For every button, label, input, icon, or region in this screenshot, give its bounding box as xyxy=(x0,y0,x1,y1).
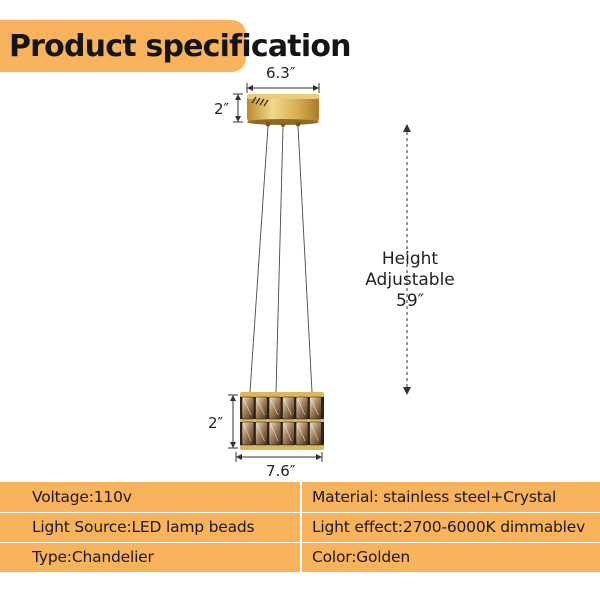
spec-light-source: Light Source:LED lamp beads xyxy=(32,518,255,536)
crystal-highlight xyxy=(243,399,252,416)
spec-type: Type:Chandelier xyxy=(32,548,154,566)
crystal-highlight xyxy=(311,399,319,416)
spec-material: Material: stainless steel+Crystal xyxy=(312,488,557,506)
chandelier-illustration xyxy=(228,83,411,462)
page-title: Product specification xyxy=(9,28,352,64)
crystal-highlight xyxy=(297,399,306,416)
spec-row: Light Source:LED lamp beads Light effect… xyxy=(0,512,600,542)
spec-row: Voltage:110v Material: stainless steel+C… xyxy=(0,482,600,512)
spec-light-effect: Light effect:2700-6000K dimmablev xyxy=(312,518,586,536)
crystal-highlight xyxy=(257,424,265,442)
crystal-highlight xyxy=(311,424,319,442)
crystal-highlight xyxy=(284,399,292,416)
suspension-wires xyxy=(249,125,313,393)
spec-voltage: Voltage:110v xyxy=(32,488,132,506)
crystal-shade xyxy=(240,392,324,450)
shade-width-label: 7.6″ xyxy=(266,462,296,480)
canopy-width-dimension xyxy=(246,83,320,93)
spec-row: Type:Chandelier Color:Golden xyxy=(0,542,600,572)
canopy-height-label: 2″ xyxy=(214,100,230,118)
crystal-highlight xyxy=(270,424,279,442)
crystal-highlight xyxy=(284,424,292,442)
crystal-highlight xyxy=(257,399,265,416)
shade-width-dimension xyxy=(235,452,323,462)
height-dimension xyxy=(403,124,411,395)
column-divider xyxy=(300,482,302,572)
canopy-height-dimension xyxy=(233,93,243,123)
shade-height-label: 2″ xyxy=(208,414,224,432)
shade-height-dimension xyxy=(228,394,238,449)
canopy-width-label: 6.3″ xyxy=(266,64,296,82)
crystal-highlight xyxy=(297,424,306,442)
spec-table: Voltage:110v Material: stainless steel+C… xyxy=(0,482,600,572)
crystal-highlight xyxy=(270,399,279,416)
height-label-line-2: Adjustable xyxy=(365,270,455,290)
title-banner: Product specification xyxy=(0,20,352,72)
height-label-line-3: 59″ xyxy=(396,291,424,311)
crystal-highlight xyxy=(243,424,252,442)
height-adjustable-label: Height Adjustable 59″ xyxy=(360,249,460,312)
ceiling-canopy xyxy=(247,94,319,127)
spec-color: Color:Golden xyxy=(312,548,411,566)
height-label-line-1: Height xyxy=(381,249,439,269)
